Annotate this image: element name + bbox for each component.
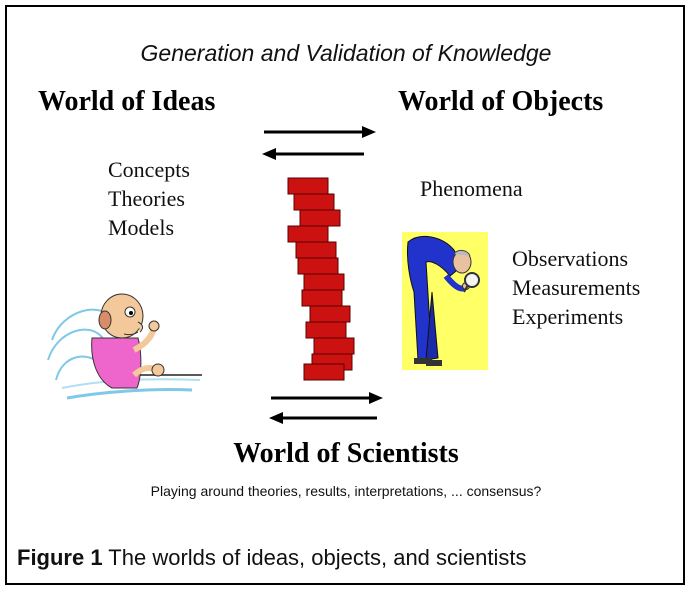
- figure-caption: Figure 1 The worlds of ideas, objects, a…: [17, 545, 527, 571]
- objects-list: Observations Measurements Experiments: [512, 244, 640, 331]
- investigator-figure-icon: [402, 232, 488, 370]
- ideas-list: Concepts Theories Models: [108, 155, 190, 242]
- figure-caption-text: The worlds of ideas, objects, and scient…: [102, 545, 527, 570]
- ideas-item-theories: Theories: [108, 186, 185, 211]
- consensus-subtitle: Playing around theories, results, interp…: [150, 483, 542, 499]
- objects-item-experiments: Experiments: [512, 304, 624, 329]
- phenomena-label: Phenomena: [420, 176, 523, 201]
- world-of-objects-heading: World of Objects: [398, 86, 604, 117]
- objects-item-measurements: Measurements: [512, 275, 641, 300]
- thinker-figure-icon: [47, 293, 202, 400]
- double-arrow-top-icon: [262, 126, 376, 160]
- world-of-scientists-heading: World of Scientists: [233, 438, 459, 469]
- world-of-ideas-heading: World of Ideas: [38, 86, 216, 117]
- objects-item-observations: Observations: [512, 246, 629, 271]
- ideas-item-concepts: Concepts: [108, 157, 190, 182]
- ideas-item-models: Models: [108, 215, 174, 240]
- figure-caption-label: Figure 1: [17, 545, 103, 570]
- diagram-title: Generation and Validation of Knowledge: [140, 40, 552, 66]
- brick-wall-icon: [287, 177, 355, 381]
- double-arrow-bottom-icon: [269, 392, 383, 424]
